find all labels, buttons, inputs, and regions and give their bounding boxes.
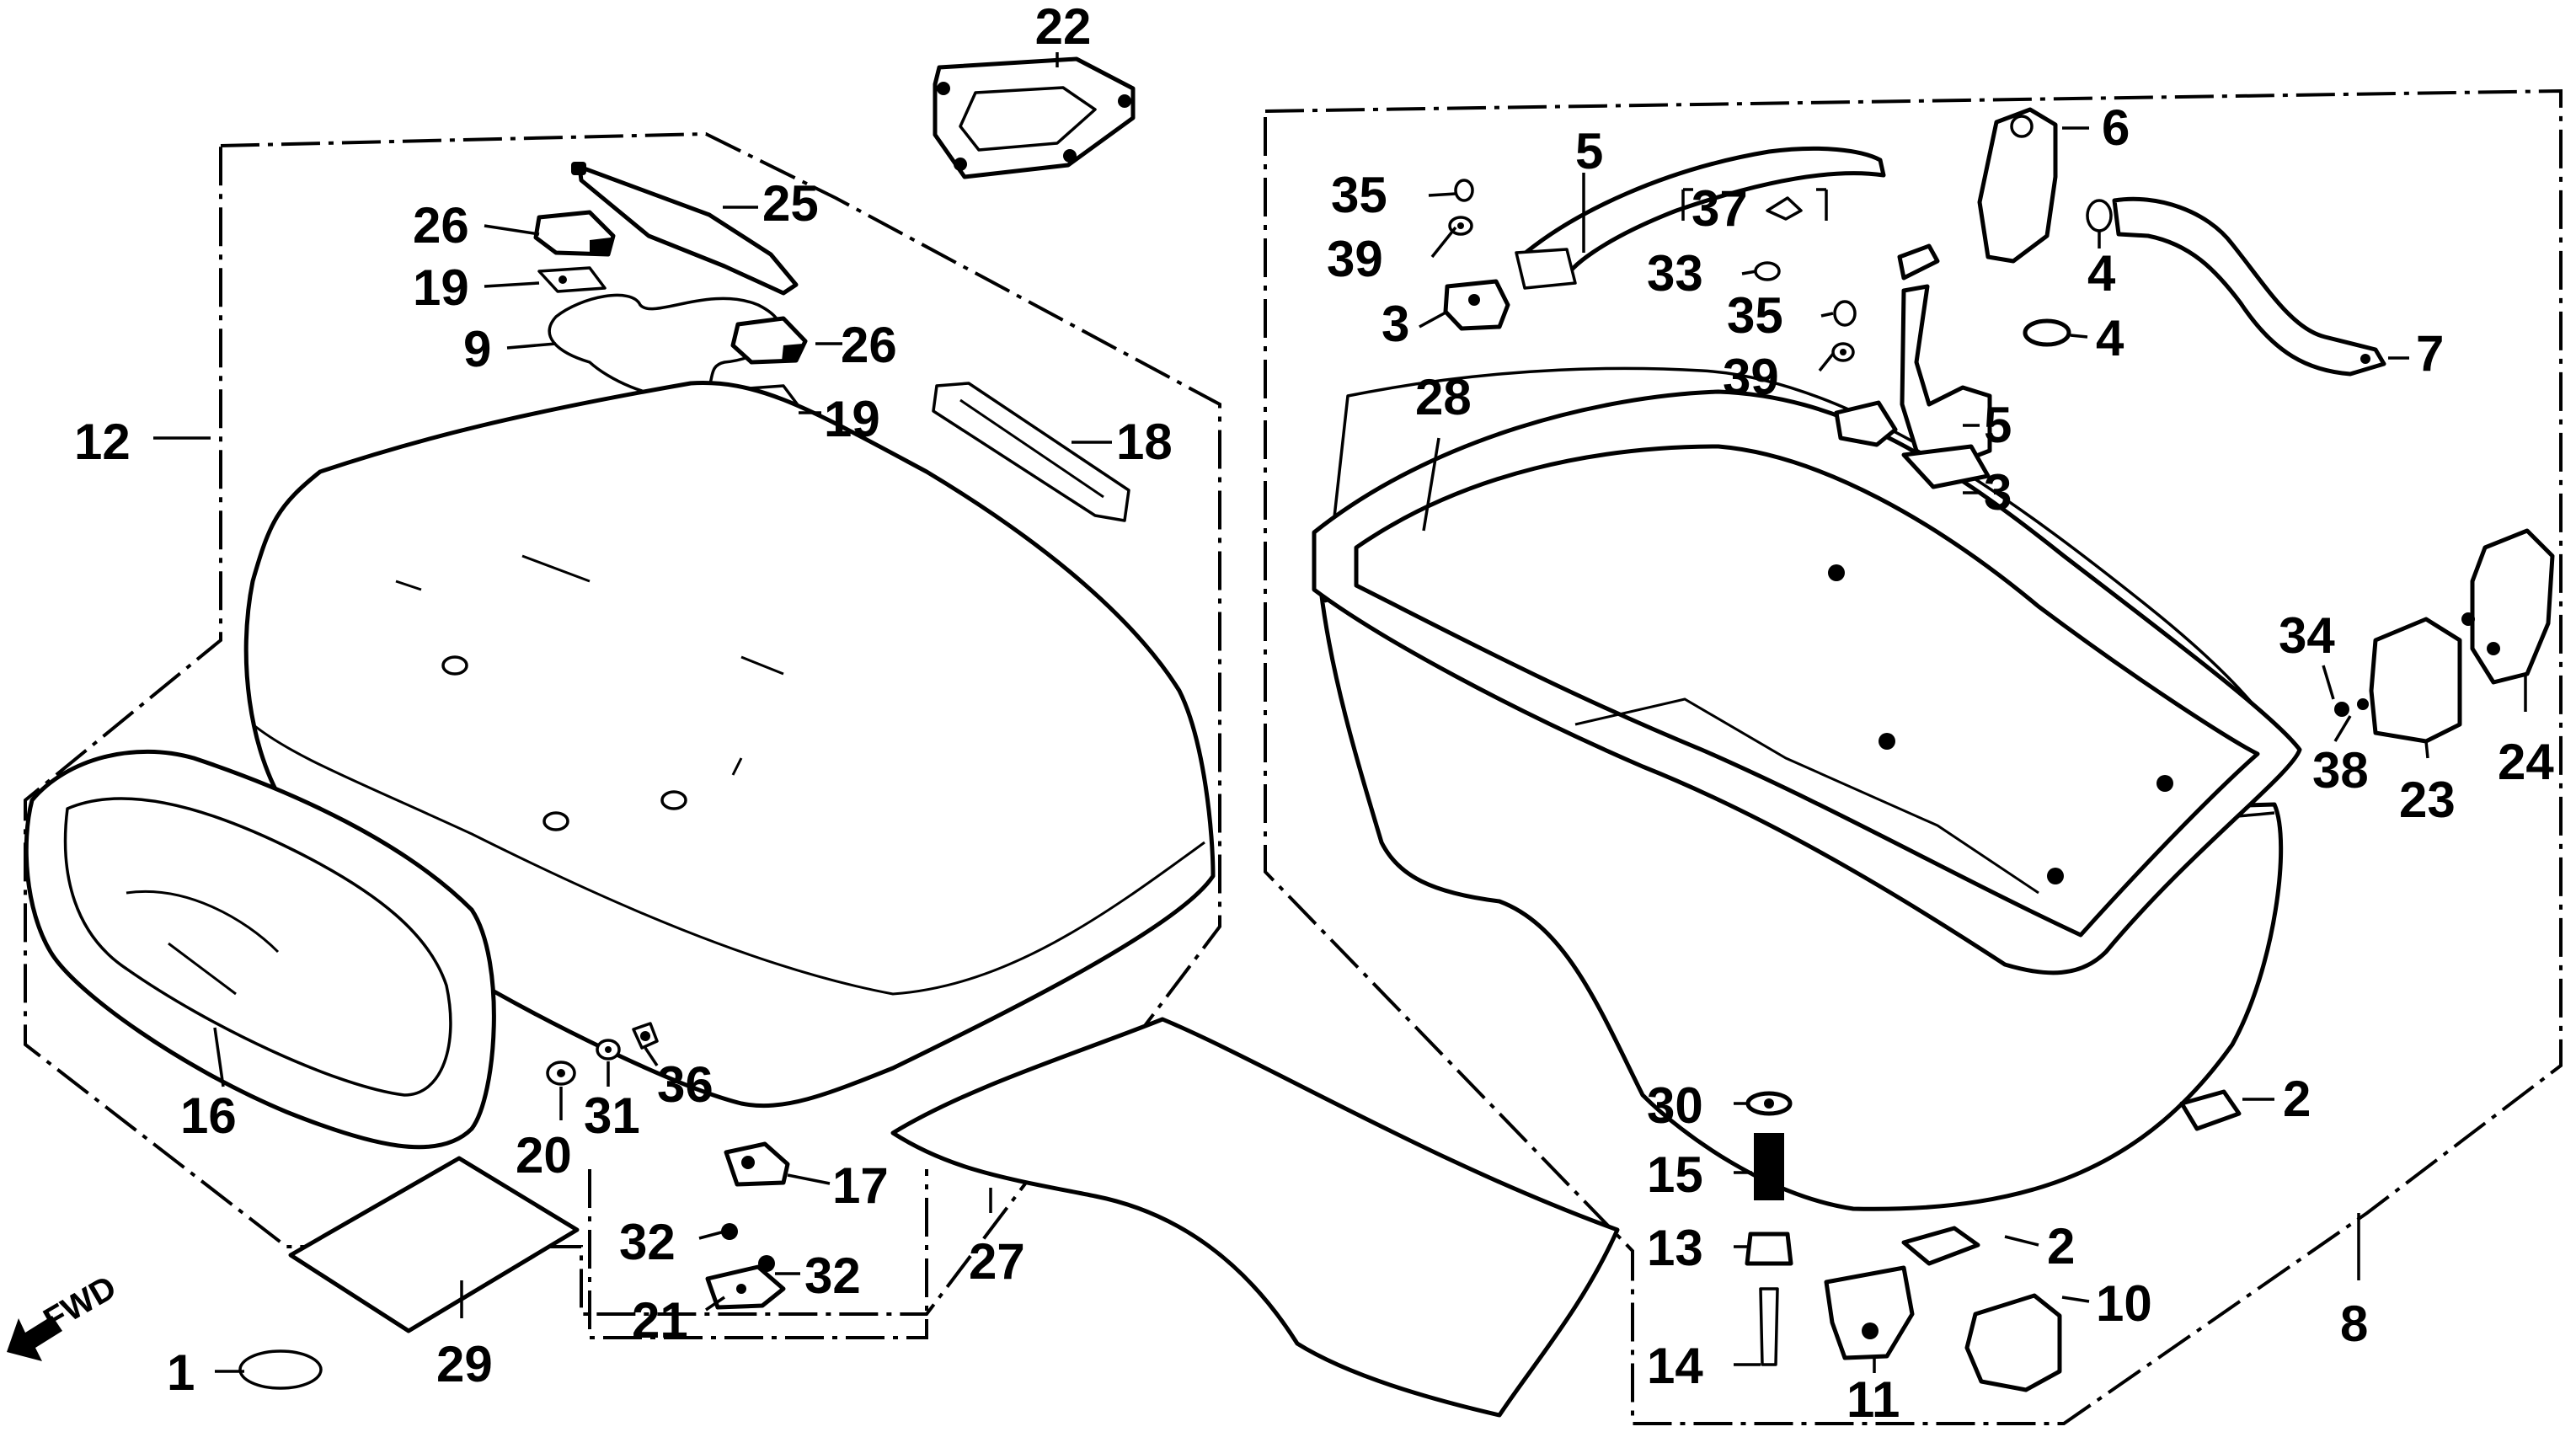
callout-36: 36 [657,1056,713,1113]
callout-10: 10 [2096,1275,2152,1332]
callout-29: 29 [436,1336,493,1392]
callout-19-lower: 19 [824,391,880,447]
lock-group-outline [588,1169,928,1339]
part-5-lower-stay [1897,243,1992,470]
fwd-label: FWD [38,1269,123,1339]
part-12-trunk-lid [243,381,1216,1109]
callout-37: 37 [1692,180,1748,237]
small-fasteners-20-31-36 [546,1022,659,1086]
callout-15: 15 [1647,1146,1703,1203]
part-37-33-fasteners [1754,196,1857,362]
callout-8: 8 [2340,1296,2368,1352]
callout-22: 22 [1035,0,1092,55]
lock-latch-17-21-32 [705,1141,790,1310]
callout-5-lower: 5 [1984,397,2012,453]
part-3-lower-bracket [1834,400,1991,489]
part-29-label-sheet [288,1156,580,1333]
callout-13: 13 [1647,1220,1703,1276]
part-6-hinge-support [1977,107,2058,264]
part-5-upper-stay [1515,146,1886,290]
callout-17: 17 [832,1157,889,1214]
callout-11: 11 [1846,1371,1900,1428]
callout-32-left: 32 [619,1214,676,1270]
callout-30: 30 [1647,1077,1703,1134]
callout-3-lower: 3 [1984,464,2012,521]
part-27-liner-mat [890,1017,1620,1418]
callout-16: 16 [180,1087,237,1144]
callout-31: 31 [584,1087,640,1144]
callout-33: 33 [1647,245,1703,302]
callout-32-right: 32 [804,1248,861,1304]
part-16-reflector-panel [24,749,496,1150]
lid-assembly-outline [24,131,1221,1316]
fwd-direction-arrow: FWD [7,1269,122,1361]
callout-6: 6 [2102,99,2130,156]
callout-34: 34 [2279,607,2335,664]
box-assembly-outline [1264,88,2563,1425]
part-1-emblem [238,1349,323,1390]
part-22-mount-frame [933,56,1136,179]
callout-4-lower: 4 [2096,310,2124,366]
part-9-seal-gasket [548,293,782,399]
callout-26-upper: 26 [413,197,469,254]
part-7-right-stay [2112,196,2386,377]
callout-14: 14 [1647,1338,1703,1394]
callout-1: 1 [167,1344,195,1401]
small-nuts-35-39-upper [1448,179,1474,236]
callout-5-upper: 5 [1575,123,1603,179]
callout-26-lower: 26 [841,317,897,373]
callout-23: 23 [2399,772,2456,828]
callout-19-upper: 19 [413,259,469,316]
callout-7: 7 [2416,325,2444,382]
part-19-upper-plate [537,266,607,293]
callout-28: 28 [1415,369,1472,425]
callout-18: 18 [1116,414,1173,470]
part-25-handle [571,162,799,296]
lock-cylinder-13-14-15-30 [1745,1091,1793,1366]
part-18-strip [932,382,1130,522]
part-28-gasket-rim [1312,389,2302,975]
callout-35-lower: 35 [1727,287,1783,344]
callout-3-upper: 3 [1382,296,1409,352]
latch-parts-2-10-11 [1824,1226,2062,1392]
callout-25: 25 [762,175,819,232]
callout-4-upper: 4 [2087,245,2116,302]
assembly-outlines [24,88,2563,1425]
callout-21: 21 [632,1292,688,1349]
callout-38: 38 [2312,742,2369,799]
callout-35-upper: 35 [1331,167,1387,223]
callout-20: 20 [516,1127,572,1184]
callout-27: 27 [969,1233,1025,1290]
callout-39-lower: 39 [1723,349,1779,405]
part-callouts: 22 26 25 19 9 26 19 18 12 16 29 1 20 31 … [74,0,2554,1428]
callout-39-upper: 39 [1327,231,1383,287]
callout-12: 12 [74,414,131,470]
part-26-lower-pad [730,316,808,365]
hinge-assembly-23-24-34-38 [2334,528,2555,744]
part-26-upper-pad [533,210,616,257]
callout-24: 24 [2498,734,2554,790]
callout-2-lower: 2 [2047,1218,2075,1274]
part-4-grommets [2023,199,2113,347]
leader-lines [153,52,2527,1373]
callout-9: 9 [463,321,491,377]
part-2-clip-right [2179,1089,2242,1131]
part-3-upper-bracket [1443,279,1510,331]
callout-2-right: 2 [2283,1071,2311,1127]
